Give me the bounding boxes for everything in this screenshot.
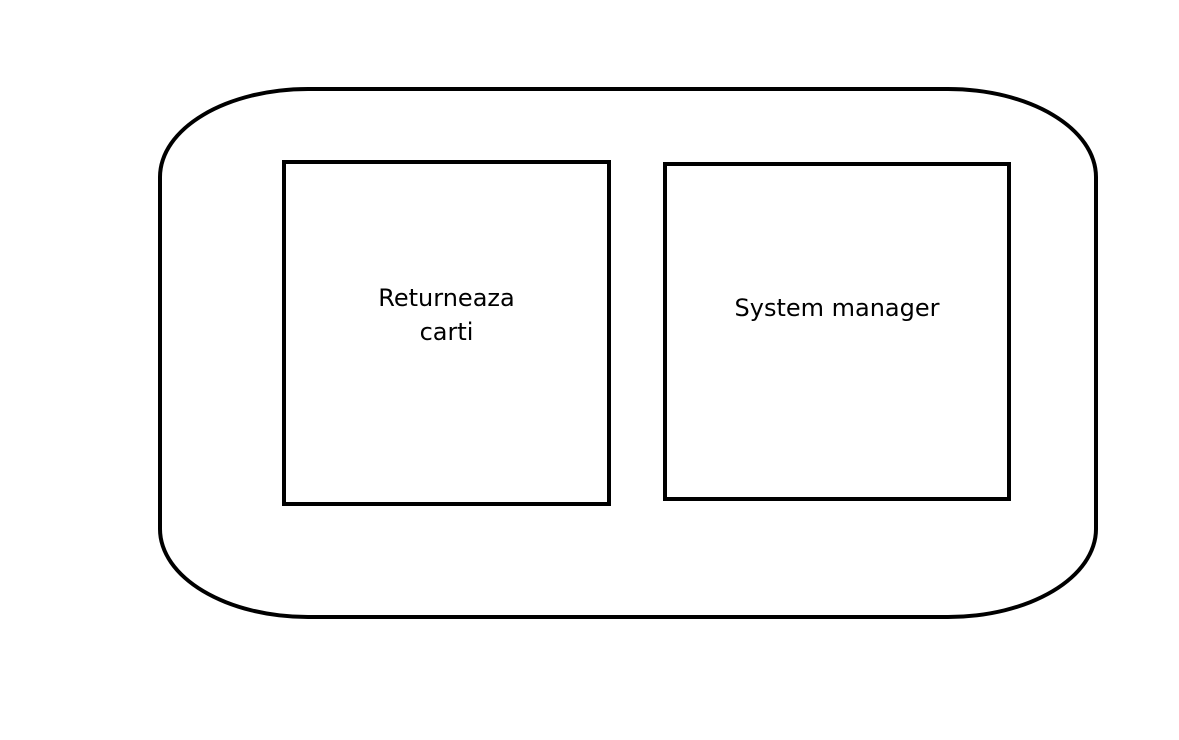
system-manager-box[interactable]: System manager — [663, 162, 1011, 501]
returneaza-carti-box[interactable]: Returneaza carti — [282, 160, 611, 506]
returneaza-carti-label: Returneaza carti — [378, 284, 515, 346]
system-manager-label: System manager — [734, 294, 940, 322]
